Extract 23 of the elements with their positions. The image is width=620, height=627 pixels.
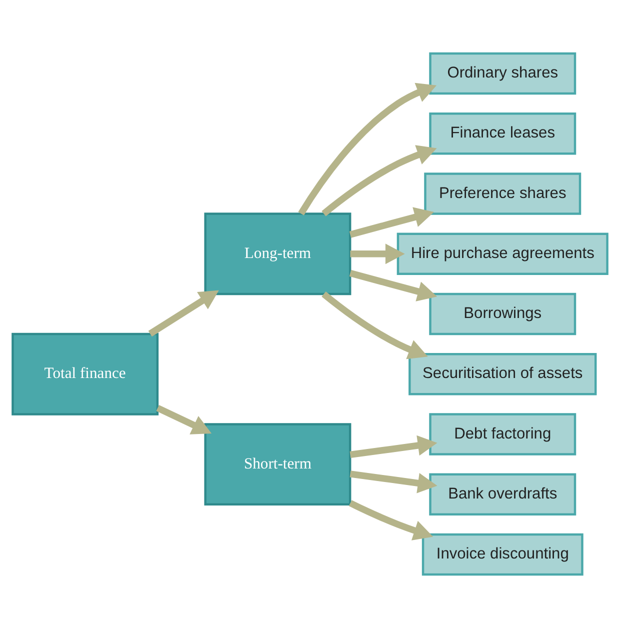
arrow <box>350 243 405 264</box>
node-box: Ordinary shares <box>429 52 576 94</box>
node-box: Bank overdrafts <box>429 472 576 516</box>
arrow <box>349 206 434 238</box>
node-box: Preference shares <box>424 172 582 214</box>
arrow <box>148 290 219 336</box>
arrow <box>350 470 438 493</box>
arrow <box>322 144 437 216</box>
arrow <box>298 82 437 215</box>
node-box: Total finance <box>12 332 159 415</box>
arrow <box>156 404 212 434</box>
node-box: Borrowings <box>429 292 576 335</box>
node-box: Debt factoring <box>429 412 576 455</box>
node-box: Long-term <box>204 212 352 295</box>
arrow <box>350 434 438 458</box>
node-box: Invoice discounting <box>422 532 584 576</box>
arrow <box>348 500 434 540</box>
node-box: Securitisation of assets <box>408 352 597 395</box>
node-box: Hire purchase agreements <box>396 232 608 275</box>
arrow <box>322 290 428 359</box>
node-box: Short-term <box>204 422 352 506</box>
arrow <box>349 269 438 301</box>
node-box: Finance leases <box>429 112 576 154</box>
